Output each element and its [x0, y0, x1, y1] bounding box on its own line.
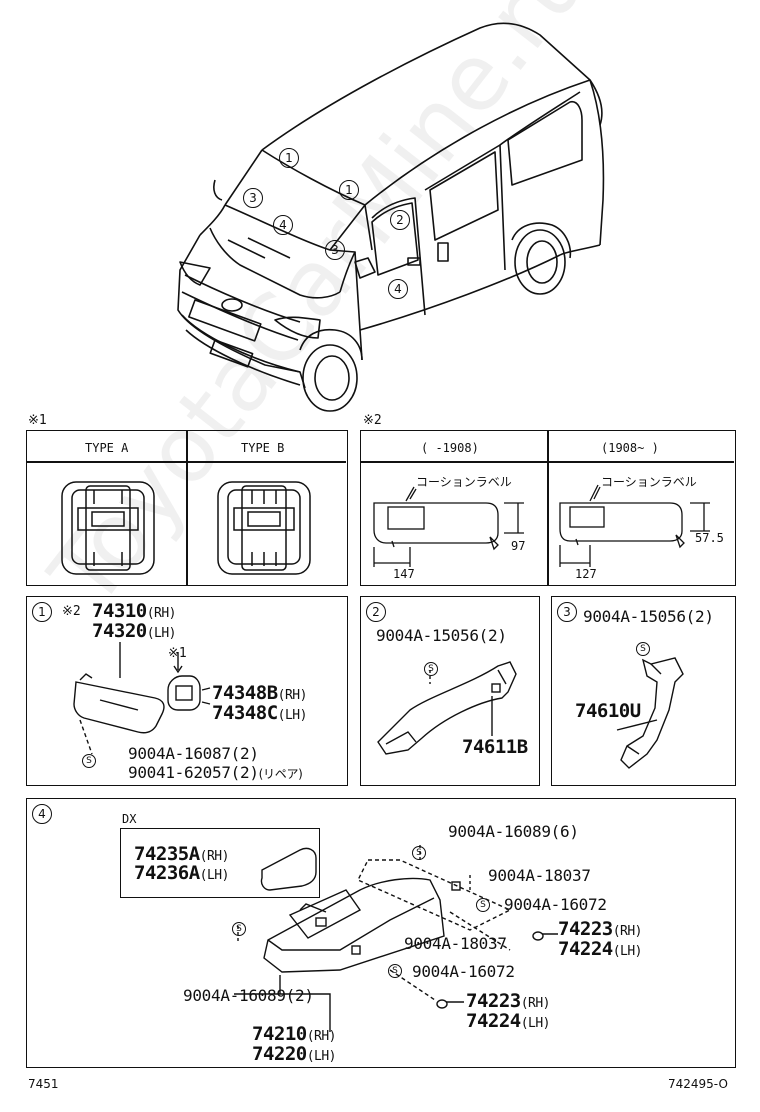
- part-9004A-18037-b: 9004A-18037: [404, 934, 507, 953]
- section-1-number: 1: [32, 602, 52, 622]
- part-74348C: 74348C(LH): [212, 702, 307, 724]
- part-74235A: 74235A(RH): [134, 843, 229, 865]
- part-9004A-16072-b: 9004A-16072: [412, 962, 515, 981]
- dx-label: DX: [122, 812, 137, 826]
- part-74348B: 74348B(RH): [212, 682, 307, 704]
- screw-symbol-2: S: [424, 662, 438, 676]
- part-74210: 74210(RH): [252, 1023, 337, 1045]
- part-9004A-15056-s2: 9004A-15056(2): [376, 626, 507, 645]
- screw-symbol-4a: S: [412, 846, 426, 860]
- type-b-label: TYPE B: [241, 441, 285, 455]
- ref2-col-right-header: (1908~ ): [601, 441, 659, 455]
- dim-right-height: 57.5: [695, 531, 724, 545]
- ref1-tag: ※1: [28, 413, 47, 428]
- ref2-tag: ※2: [363, 413, 382, 428]
- part-74611B: 74611B: [462, 736, 528, 758]
- console-drawing: [234, 845, 558, 1032]
- callout-1-roof: 1: [279, 148, 299, 168]
- type-a-label: TYPE A: [85, 441, 129, 455]
- part-9004A-15056-s3: 9004A-15056(2): [583, 607, 714, 626]
- section-1-visor: [26, 596, 348, 786]
- part-74310: 74310(RH): [92, 600, 177, 622]
- van-illustration: [177, 22, 605, 412]
- assist-grip-b-drawing: [616, 657, 684, 769]
- ref2-col-left-header: ( -1908): [421, 441, 479, 455]
- screw-symbol-4d: S: [388, 964, 402, 978]
- section-2-number: 2: [366, 602, 386, 622]
- section-3-grip: [551, 596, 736, 786]
- section-1-ref: ※2: [62, 604, 81, 619]
- part-74224-a: 74224(LH): [558, 938, 643, 960]
- section-4-console: [26, 798, 736, 1068]
- panel-ref1: TYPE A TYPE B: [26, 430, 348, 586]
- section-3-number: 3: [557, 602, 577, 622]
- panel-ref2: ( -1908) (1908~ ) コーションラベル コーションラベル 147 …: [360, 430, 736, 586]
- caution-label-left: コーションラベル: [416, 475, 512, 489]
- dim-right-width: 127: [575, 567, 597, 581]
- screw-symbol-1: S: [82, 754, 96, 768]
- caution-label-right: コーションラベル: [601, 475, 697, 489]
- callout-4-left: 4: [273, 215, 293, 235]
- part-9004A-16072-a: 9004A-16072: [504, 895, 607, 914]
- dim-left-width: 147: [393, 567, 415, 581]
- part-9004A-18037-a: 9004A-18037: [488, 866, 591, 885]
- dim-left-height: 97: [511, 539, 526, 553]
- callout-4-right: 4: [388, 279, 408, 299]
- callout-1-right: 1: [339, 180, 359, 200]
- part-9004A-16089-6: 9004A-16089(6): [448, 822, 579, 841]
- part-74223-b: 74223(RH): [466, 990, 551, 1012]
- screw-symbol-3: S: [636, 642, 650, 656]
- callout-2: 2: [390, 210, 410, 230]
- footer-left-code: 7451: [28, 1077, 59, 1091]
- section-4-number: 4: [32, 804, 52, 824]
- section-2-grip: [360, 596, 540, 786]
- assist-grip-drawing: [377, 661, 517, 755]
- part-74320: 74320(LH): [92, 620, 177, 642]
- sun-visor-drawing: [73, 642, 211, 755]
- footer-right-code: 742495-O: [668, 1077, 728, 1091]
- part-9004A-16089-2: 9004A-16089(2): [183, 986, 314, 1005]
- visor-dimension-left: [373, 486, 524, 567]
- part-74220: 74220(LH): [252, 1043, 337, 1065]
- part-74236A: 74236A(LH): [134, 862, 229, 884]
- part-74224-b: 74224(LH): [466, 1010, 551, 1032]
- clip-type-a-drawing: [61, 481, 155, 575]
- part-74610U: 74610U: [575, 700, 641, 722]
- part-9004A-16087: 9004A-16087(2): [128, 744, 259, 763]
- callout-3-left: 3: [243, 188, 263, 208]
- part-90041-62057: 90041-62057(2)(リペア): [128, 763, 303, 782]
- dx-inset: [120, 828, 320, 898]
- part-74223-a: 74223(RH): [558, 918, 643, 940]
- visor-dimension-right: [559, 484, 710, 567]
- screw-symbol-4b: S: [232, 922, 246, 936]
- screw-symbol-4c: S: [476, 898, 490, 912]
- clip-type-b-drawing: [217, 481, 311, 575]
- callout-3-right: 3: [325, 240, 345, 260]
